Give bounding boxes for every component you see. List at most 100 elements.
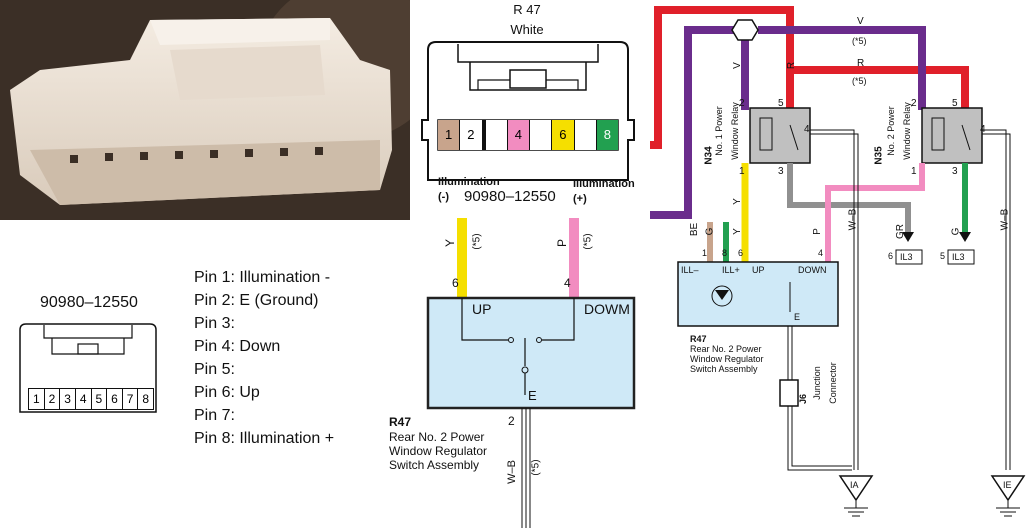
pin-list-item: Pin 6: Up [194, 384, 260, 401]
connector-part-number: 90980–12550 [464, 188, 556, 205]
relay1-pin-4: 4 [804, 124, 810, 135]
connector-photo [0, 0, 410, 220]
small-pin-5: 5 [92, 389, 108, 409]
pin-cell-7 [574, 120, 597, 150]
connector-color: White [510, 22, 544, 37]
relay2-pin-3: 3 [952, 166, 958, 177]
pin-cell-3 [485, 120, 508, 150]
switch2-name-line3: Switch Assembly [690, 364, 758, 374]
wire-g: G [950, 227, 962, 236]
wire-label-p: P [555, 238, 570, 248]
wire-y-short: Y [731, 228, 743, 235]
relay1-wire-r: R [786, 61, 798, 70]
il3-b-label: IL3 [952, 252, 965, 262]
wire-g-short: G [704, 227, 716, 236]
switch-ref: R47 [389, 415, 412, 429]
switch2-ill-pos: ILL+ [722, 265, 740, 275]
wire-p: P [811, 228, 823, 235]
relay1-name-line1: No. 1 Power [713, 106, 724, 156]
connector-face [421, 41, 635, 181]
pin-cell-4: 4 [507, 120, 530, 150]
switch2-up: UP [752, 265, 765, 275]
relay2-pin-5: 5 [952, 98, 958, 109]
relay1-pin-5: 5 [778, 98, 784, 109]
illum-neg-label: Illumination [438, 176, 500, 188]
illum-pos-label: Illumination [573, 178, 635, 190]
switch2-e: E [794, 312, 801, 322]
pin-cell-1: 1 [438, 120, 461, 150]
connector-photo-art [0, 0, 410, 220]
il3-a-pin: 6 [888, 251, 894, 261]
switch2-down: DOWN [798, 265, 827, 275]
switch2-pin-4: 4 [818, 248, 824, 258]
pin-list-item: Pin 7: [194, 407, 235, 424]
relay2-pin-1: 1 [911, 166, 917, 177]
switch-pin-2: 2 [508, 414, 515, 428]
junction-ref: J6 [798, 393, 809, 405]
wire-label-y: Y [443, 238, 458, 248]
wire-star-y: (*5) [471, 233, 483, 250]
connector-pin-row: 1 2 4 6 8 [438, 120, 618, 150]
pin-cell-6: 6 [552, 120, 575, 150]
il3-b-pin: 5 [940, 251, 946, 261]
switch2-name-line2: Window Regulator [690, 354, 764, 364]
switch-e-label: E [528, 388, 537, 403]
pin-list: Pin 1: Illumination - Pin 2: E (Ground) … [194, 266, 334, 450]
relay2-pin-4: 4 [980, 124, 986, 135]
pin-cell-2: 2 [460, 120, 486, 150]
schematic-r-label: R [857, 58, 865, 69]
il3-a-label: IL3 [900, 252, 913, 262]
ground-ie: IE [1003, 480, 1012, 490]
small-pin-7: 7 [123, 389, 139, 409]
relay1-wire-v: V [731, 62, 743, 69]
switch2-ref: R47 [690, 334, 707, 344]
switch-name-line2: Window Regulator [389, 444, 488, 458]
ground-wire-label: W–B [505, 460, 518, 484]
switch2-pin-1: 1 [702, 248, 708, 258]
relay1-pin-2: 2 [739, 98, 745, 109]
illum-neg-sign: (-) [438, 191, 449, 203]
relay-schematic [650, 6, 1026, 517]
switch2-pin-8: 8 [722, 248, 728, 258]
wire-be: BE [689, 222, 701, 237]
small-connector-pin-row: 1 2 3 4 5 6 7 8 [28, 388, 154, 410]
schematic-r-star: (*5) [852, 76, 867, 86]
switch-name-line3: Switch Assembly [389, 458, 480, 472]
switch-name-line1: Rear No. 2 Power [389, 430, 485, 444]
relay2-name-line1: No. 2 Power [885, 106, 896, 156]
switch-up-label: UP [472, 301, 492, 317]
pin-list-item: Pin 4: Down [194, 338, 281, 355]
junction-name-line2: Connector [827, 362, 838, 404]
relay1-name-line2: Window Relay [729, 102, 740, 160]
relay2-pin-2: 2 [911, 98, 917, 109]
switch2-ill-neg: ILL– [681, 265, 699, 275]
ground-ia: IA [850, 480, 859, 490]
switch2-pin-6: 6 [738, 248, 744, 258]
wire-gr: GR [895, 224, 906, 239]
relay1-pin-1: 1 [739, 166, 745, 177]
junction-name-line1: Junction [811, 366, 822, 400]
switch-down-label: DOWM [584, 301, 630, 317]
connector-title: R 47 [513, 2, 541, 17]
schematic-v-star: (*5) [852, 36, 867, 46]
relay2-wire-wb: W–B [999, 208, 1011, 231]
small-pin-6: 6 [107, 389, 123, 409]
relay2-ref: N35 [873, 146, 885, 165]
small-pin-8: 8 [142, 392, 150, 406]
relay1-wire-wb: W–B [847, 208, 859, 231]
pin-list-item: Pin 8: Illumination + [194, 430, 335, 447]
pin-list-item: Pin 5: [194, 361, 235, 378]
switch-pin-4: 4 [564, 276, 571, 290]
small-pin-2: 2 [45, 389, 61, 409]
pin-list-item: Pin 3: [194, 315, 235, 332]
pin-list-item: Pin 1: Illumination - [194, 269, 331, 286]
ground-wire-star: (*5) [530, 459, 542, 476]
small-pin-4: 4 [76, 389, 92, 409]
schematic-v-label: V [857, 16, 864, 27]
small-pin-1: 1 [29, 389, 45, 409]
wire-star-p: (*5) [582, 233, 594, 250]
pin-cell-8: 8 [596, 120, 618, 150]
pin-cell-5 [530, 120, 553, 150]
switch-assembly-diagram [426, 218, 636, 528]
relay1-pin-3: 3 [778, 166, 784, 177]
